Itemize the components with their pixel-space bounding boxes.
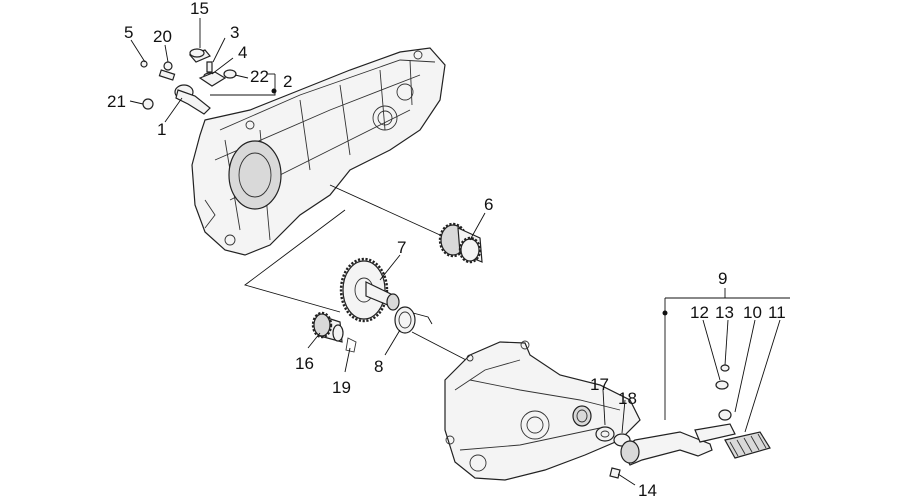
- crankcase: [191, 47, 446, 256]
- callout-2: 2: [283, 72, 292, 91]
- axis-line: [329, 184, 441, 236]
- callout-3: 3: [230, 23, 239, 42]
- group-bracket-lines: [244, 209, 471, 363]
- callout-15: 15: [190, 0, 209, 18]
- callout-19: 19: [332, 378, 351, 397]
- callout-4: 4: [238, 43, 247, 62]
- callout-8: 8: [374, 357, 383, 376]
- callout-11: 11: [768, 303, 786, 322]
- callout-16: 16: [295, 354, 314, 373]
- transmission-cover: [444, 340, 641, 481]
- part-7-large-gear: [339, 257, 400, 323]
- callout-9: 9: [718, 269, 727, 288]
- part-16-pinion: [311, 311, 344, 343]
- kickstart-lever: [620, 409, 736, 466]
- callout-6: 6: [484, 195, 493, 214]
- callout-17: 17: [590, 375, 609, 394]
- part-14-bolt: [609, 467, 621, 479]
- callout-22: 22: [250, 67, 269, 86]
- part-19-clip: [345, 337, 357, 353]
- callout-7: 7: [397, 238, 406, 257]
- callout-12: 12: [690, 303, 709, 322]
- part-11-pedal-rubber: [724, 431, 771, 459]
- leader-lines: [129, 18, 790, 486]
- part-8-spring: [394, 306, 433, 334]
- callout-10: 10: [743, 303, 762, 322]
- callout-1: 1: [157, 120, 166, 139]
- callout-21: 21: [107, 92, 126, 111]
- callout-18: 18: [618, 389, 637, 408]
- callout-14: 14: [638, 481, 657, 500]
- part-6-gear-shaft: [438, 222, 483, 264]
- callout-13: 13: [715, 303, 734, 322]
- part-1-bracket: [140, 48, 237, 115]
- part-17-washer: [595, 426, 615, 442]
- callout-5: 5: [124, 23, 133, 42]
- part-12-13-washers: [715, 364, 730, 390]
- callout-20: 20: [153, 27, 172, 46]
